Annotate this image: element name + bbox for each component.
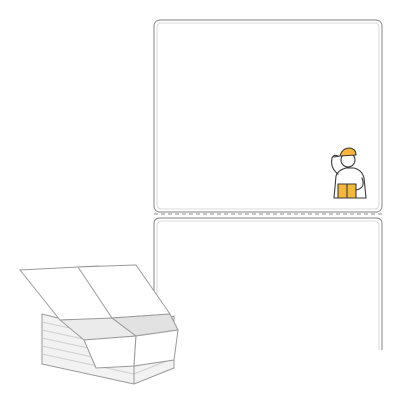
stack-label-right <box>133 329 179 367</box>
label-sheet-bottom <box>153 217 383 350</box>
label-top-inner-edge <box>156 22 380 210</box>
cap-brim <box>333 155 341 158</box>
cap-icon <box>339 147 357 157</box>
label-top-outline <box>153 19 383 213</box>
fanfold-label-stack <box>19 264 179 385</box>
label-sheet-top <box>153 19 383 213</box>
delivery-person-holding-box-icon <box>331 147 367 199</box>
label-bottom-outline <box>153 217 383 350</box>
label-bottom-inner-edge <box>156 220 380 350</box>
raised-arm <box>331 154 339 175</box>
holding-arm <box>355 177 364 191</box>
